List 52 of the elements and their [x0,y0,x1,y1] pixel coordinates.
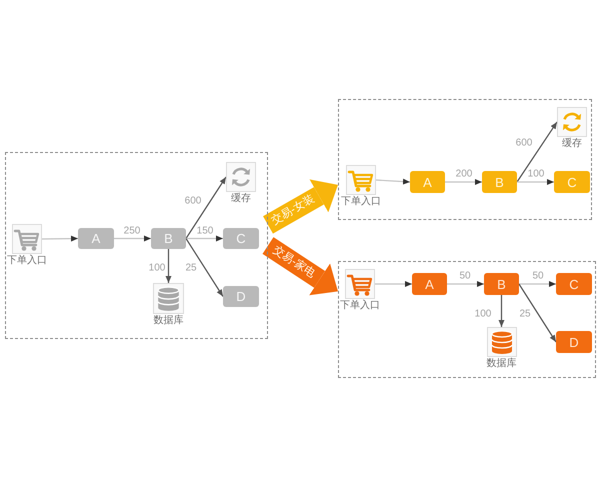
arrow [516,122,558,182]
edge-label: 600 [184,196,202,206]
arrow [114,236,151,242]
process-box: A [412,273,447,295]
process-box: B [484,273,519,295]
dashed-panel [338,99,592,220]
icon-caption: 下单入口 [341,196,381,208]
process-box: D [223,286,259,307]
block-arrow [262,237,338,296]
arrow [445,179,482,185]
edge-label: 100 [474,308,492,320]
dashed-panel [5,152,268,339]
arrow [376,178,410,185]
arrow [519,281,556,287]
arrow [186,236,223,242]
process-box: B [151,228,186,249]
process-box: C [554,171,590,193]
arrow [518,284,556,342]
process-box: C [223,228,259,249]
process-box: A [410,171,445,193]
arrow [375,281,412,287]
edge-label: 100 [148,262,166,274]
process-box: A [78,228,114,249]
edge-label: 250 [122,226,142,236]
arrow [186,176,226,239]
dashed-panel [338,261,596,378]
edge-label: 25 [184,262,198,274]
arrow [447,281,484,287]
icon-caption: 缓存 [231,193,251,205]
arrow [517,179,554,185]
process-box: D [556,331,592,353]
arrow [166,249,172,283]
arrow [42,236,78,242]
process-box: C [556,273,592,295]
edge-label: 50 [458,270,472,282]
block-arrow [263,179,338,234]
icon-caption: 缓存 [562,138,582,150]
process-box: B [482,171,517,193]
icon-caption: 下单入口 [7,255,47,267]
edge-label: 600 [514,138,534,148]
edge-label: 150 [196,226,214,236]
icon-caption: 下单入口 [340,300,380,312]
edge-label: 50 [531,270,545,282]
edge-label: 交易-女装 [270,193,318,228]
edge-label: 200 [454,168,474,180]
icon-caption: 数据库 [486,358,516,370]
arrow [186,238,224,297]
edge-label: 25 [518,308,532,320]
icon-caption: 数据库 [154,315,184,327]
arrow [498,295,504,327]
edge-label: 交易-家电 [270,244,318,281]
edge-label: 100 [526,168,546,180]
